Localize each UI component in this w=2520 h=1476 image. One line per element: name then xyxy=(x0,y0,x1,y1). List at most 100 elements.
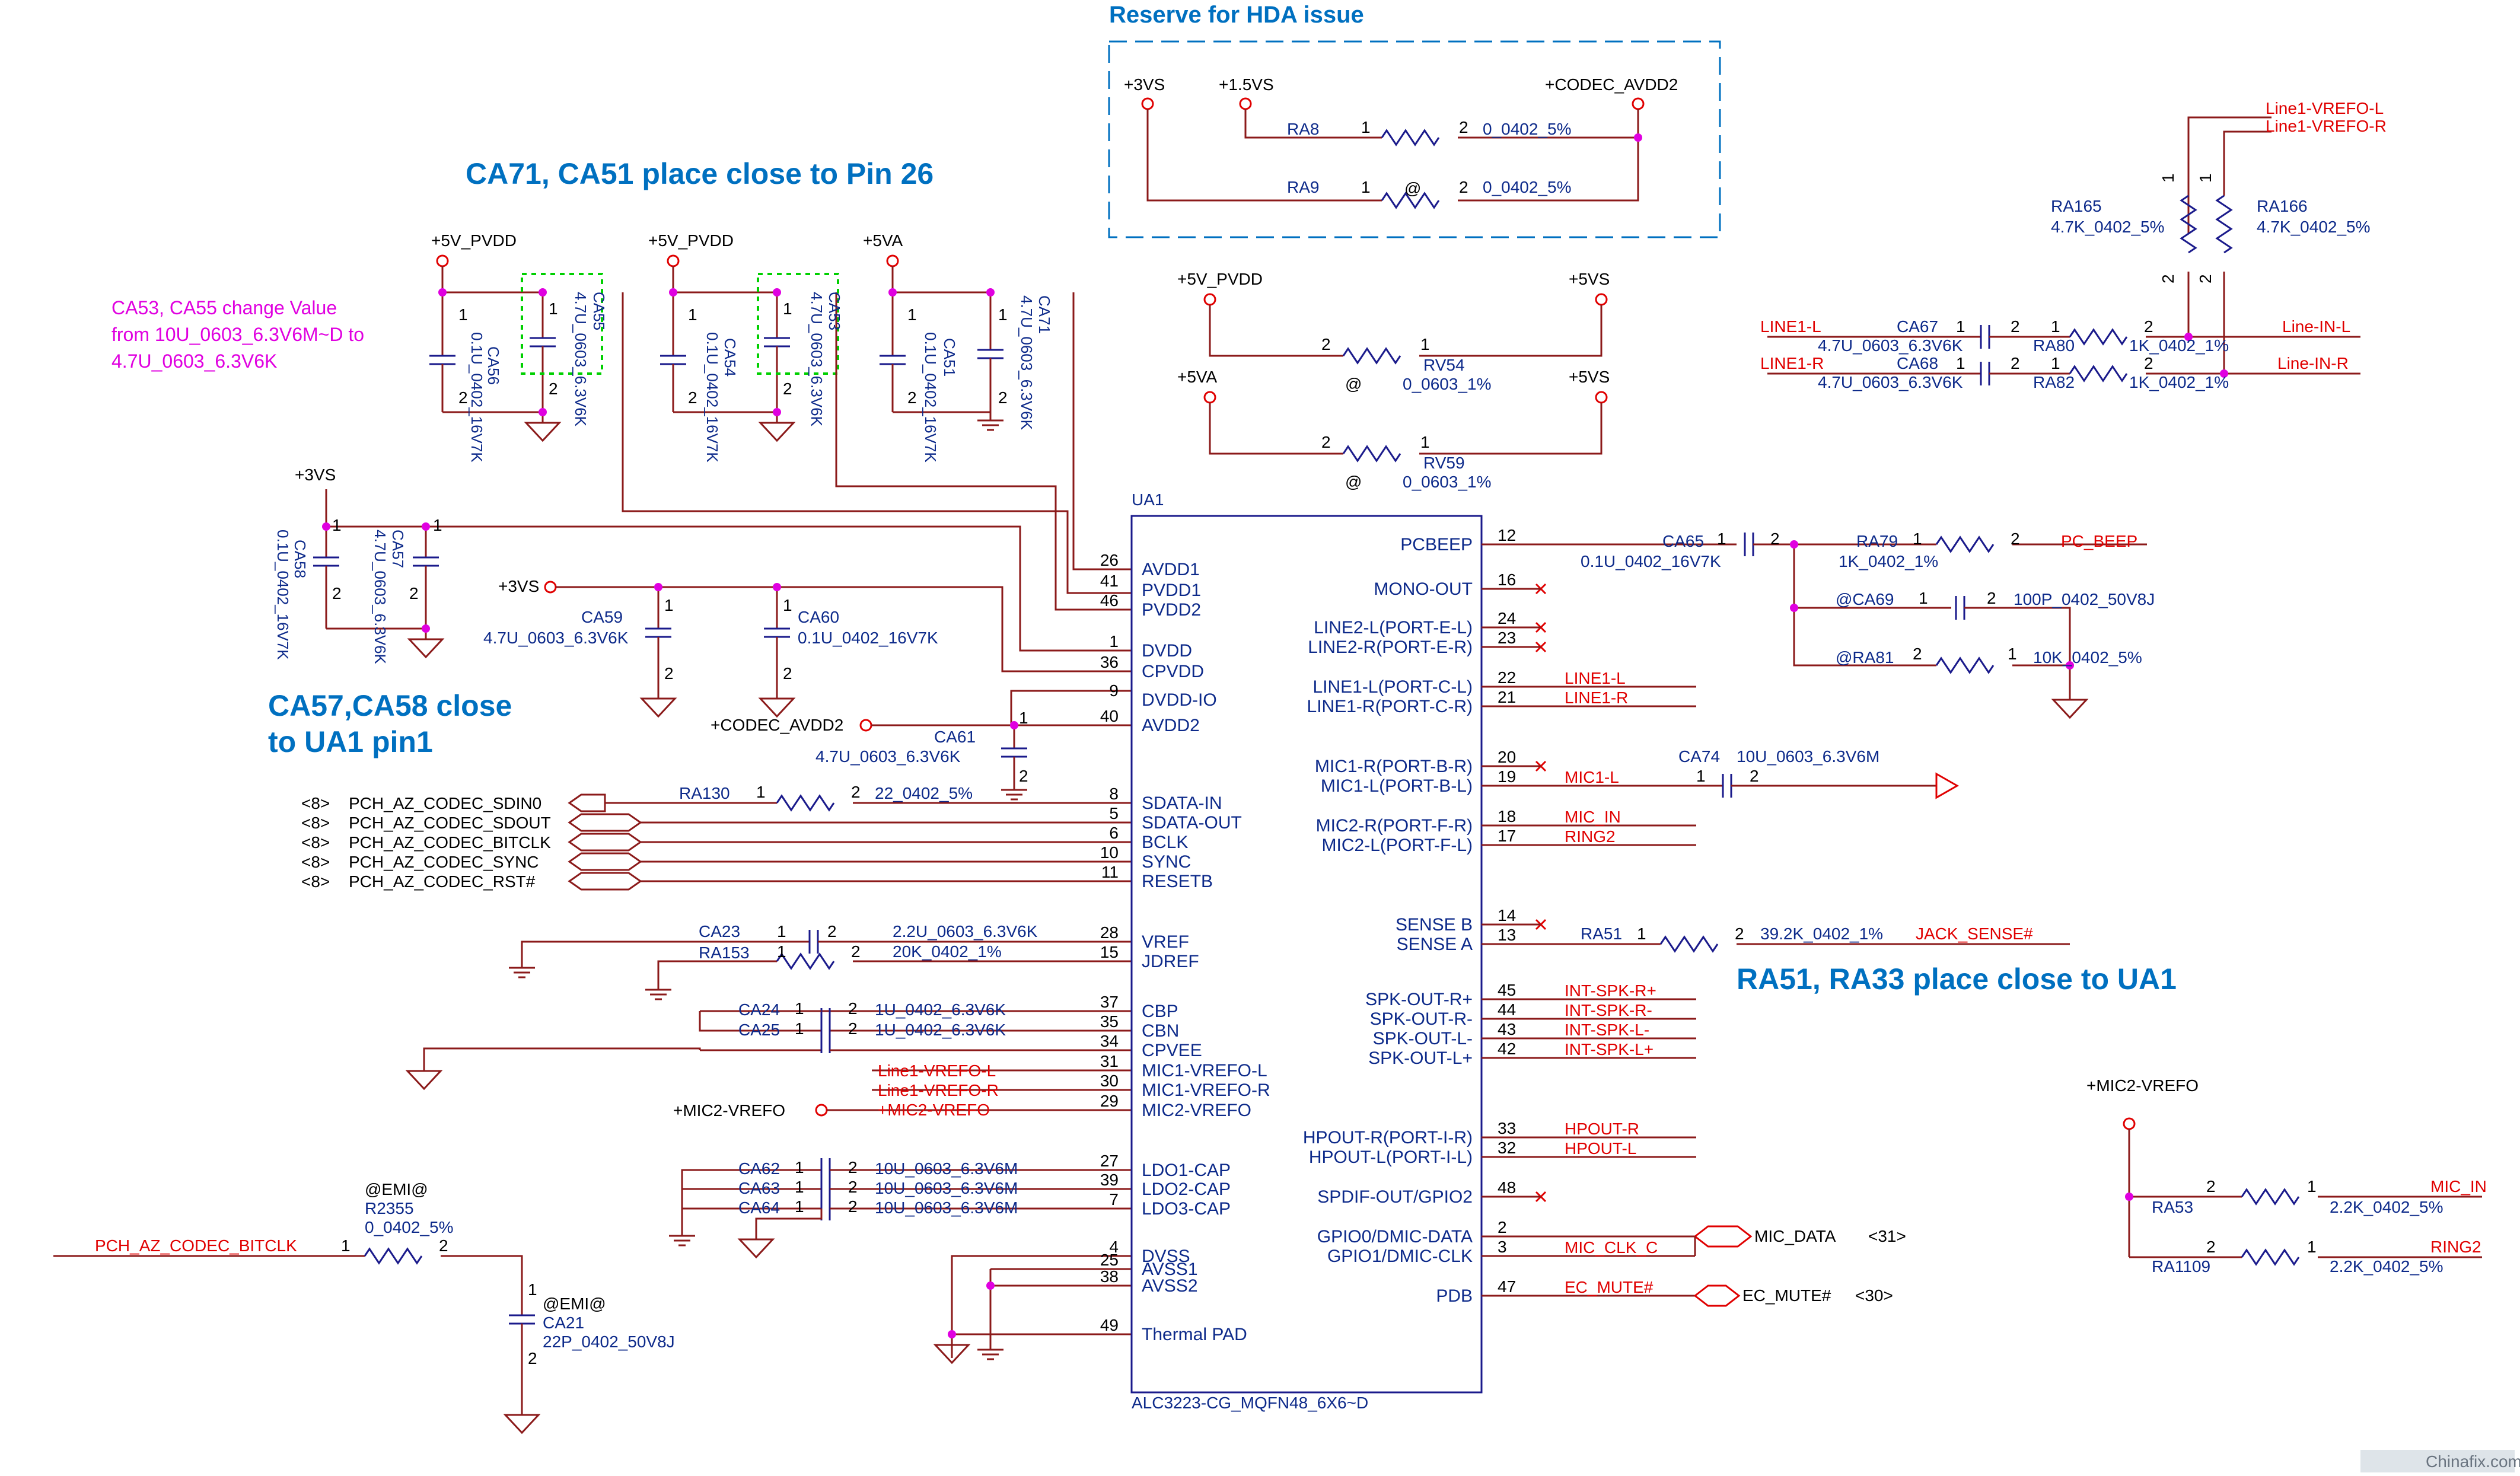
ic-left-pin-name: AVSS2 xyxy=(1142,1276,1198,1296)
rail-3vs-label: +3VS xyxy=(1124,75,1165,94)
hda-net-1: PCH_AZ_CODEC_SDOUT xyxy=(349,814,551,832)
ring2-net: RING2 xyxy=(1565,827,1616,846)
rv54-value: 0_0603_1% xyxy=(1403,375,1491,393)
hda-net-4: PCH_AZ_CODEC_RST# xyxy=(349,872,536,891)
ic-right-pin-num: 32 xyxy=(1498,1139,1516,1157)
ca64-pin2: 2 xyxy=(848,1197,858,1216)
ic-right-pin-name: SPK-OUT-L+ xyxy=(1368,1048,1473,1068)
ic-left-pin-num: 25 xyxy=(1100,1251,1119,1269)
line1-l-net: LINE1-L xyxy=(1565,669,1626,687)
note-reserve-hda: Reserve for HDA issue xyxy=(1109,2,1364,28)
ra53-ref: RA53 xyxy=(2152,1198,2193,1216)
ic-left-pin-name: DVDD-IO xyxy=(1142,690,1217,710)
ic-left-pin-num: 37 xyxy=(1100,993,1119,1011)
ca64-value: 10U_0603_6.3V6M xyxy=(875,1198,1018,1217)
ca69-pin2: 2 xyxy=(1987,589,1996,607)
rv59-at: @ xyxy=(1345,473,1362,491)
ic-left-pin-name: MIC1-VREFO-L xyxy=(1142,1061,1267,1080)
ca63-pin1: 1 xyxy=(795,1178,804,1196)
ra1109-value: 2.2K_0402_5% xyxy=(2330,1257,2443,1276)
rail-5vs-rv54: +5VS xyxy=(1569,270,1610,288)
r2355-ref: R2355 xyxy=(365,1199,414,1217)
ic-right-pin-num: 21 xyxy=(1498,688,1516,706)
ca23-pin2: 2 xyxy=(827,922,837,941)
ra9-ref: RA9 xyxy=(1287,178,1319,196)
ca62-ref: CA62 xyxy=(738,1159,780,1178)
ic-left-pin-num: 7 xyxy=(1109,1190,1119,1209)
ca56-pin2: 2 xyxy=(458,388,468,407)
ra53-value: 2.2K_0402_5% xyxy=(2330,1198,2443,1216)
ra153-value: 20K_0402_1% xyxy=(893,942,1002,961)
ic-left-pin-name: PVDD2 xyxy=(1142,600,1201,620)
ca68-pin2: 2 xyxy=(2011,354,2020,372)
ic-part: ALC3223-CG_MQFN48_6X6~D xyxy=(1132,1394,1368,1412)
ca67-value: 4.7U_0603_6.3V6K xyxy=(1818,336,1963,355)
ra166-pin2: 2 xyxy=(2196,274,2215,283)
ic-right-pin-num: 20 xyxy=(1498,748,1516,766)
ic-left-pin-name: SYNC xyxy=(1142,852,1191,872)
watermark-text: Chinafix.com xyxy=(2426,1452,2520,1471)
ca74-pin1: 1 xyxy=(1696,767,1706,785)
hda-net-2: PCH_AZ_CODEC_BITCLK xyxy=(349,833,551,852)
vrefo-r-right: Line1-VREFO-R xyxy=(2266,117,2387,135)
ic-left-pin-num: 41 xyxy=(1100,572,1119,590)
ic-right-pin-num: 2 xyxy=(1498,1218,1507,1236)
ca23-pin1: 1 xyxy=(777,922,786,941)
ic-left-pin-name: SDATA-OUT xyxy=(1142,813,1242,833)
ca55-value: 4.7U_0603_6.3V6K xyxy=(572,292,590,427)
ca60-ref: CA60 xyxy=(798,608,839,626)
ca57-pin1: 1 xyxy=(433,516,442,534)
ra82-value: 1K_0402_1% xyxy=(2129,373,2229,391)
ca25-ref: CA25 xyxy=(738,1021,780,1039)
rail-3vs-a: +3VS xyxy=(295,466,336,484)
ca21-emi: @EMI@ xyxy=(543,1295,606,1313)
ca53-pin2: 2 xyxy=(783,380,792,398)
ca51-pin2: 2 xyxy=(907,388,917,407)
ra8-ref: RA8 xyxy=(1287,120,1319,138)
ca56-pin1: 1 xyxy=(458,305,468,324)
ic-left-pin-num: 8 xyxy=(1109,785,1119,803)
ca63-pin2: 2 xyxy=(848,1178,858,1196)
ic-right-pin-name: LINE2-L(PORT-E-L) xyxy=(1314,618,1473,637)
ca56-value: 0.1U_0402_16V7K xyxy=(468,332,486,463)
ca25-value: 1U_0402_6.3V6K xyxy=(875,1021,1006,1039)
note-ca57-line2: to UA1 pin1 xyxy=(268,725,433,758)
spk-rp-net: INT-SPK-R+ xyxy=(1565,981,1656,1000)
ra82-pin1: 1 xyxy=(2051,354,2060,372)
ic-left-pin-name: LDO1-CAP xyxy=(1142,1161,1231,1180)
ca62-pin1: 1 xyxy=(795,1158,804,1177)
rail-5vs-rv59: +5VS xyxy=(1569,368,1610,386)
ca69-value: 100P_0402_50V8J xyxy=(2014,590,2155,608)
ic-left-pin-num: 27 xyxy=(1100,1152,1119,1170)
ca59-value: 4.7U_0603_6.3V6K xyxy=(483,629,629,647)
ca63-value: 10U_0603_6.3V6M xyxy=(875,1179,1018,1197)
rail-5va-top: +5VA xyxy=(863,231,903,250)
ca53-value: 4.7U_0603_6.3V6K xyxy=(808,292,826,427)
rv59-ref: RV59 xyxy=(1423,454,1465,472)
ra81-value: 10K_0402_5% xyxy=(2033,648,2142,667)
ra81-pin1: 1 xyxy=(2008,645,2017,663)
ic-right-pin-num: 19 xyxy=(1498,767,1516,786)
hda-net-3: PCH_AZ_CODEC_SYNC xyxy=(349,853,539,871)
ra9-at: @ xyxy=(1404,179,1421,197)
ic-left-pin-name: RESETB xyxy=(1142,872,1213,891)
ic-right-pin-name: MIC1-R(PORT-B-R) xyxy=(1315,757,1473,776)
ic-right-pin-name: PDB xyxy=(1436,1286,1473,1306)
ic-left-pin-num: 31 xyxy=(1100,1052,1119,1070)
ra9-value: 0_0402_5% xyxy=(1483,178,1571,196)
ca74-pin2: 2 xyxy=(1750,767,1759,785)
vrefo-r-net: Line1-VREFO-R xyxy=(878,1081,999,1099)
rv54-at: @ xyxy=(1345,375,1362,393)
ic-right-pin-num: 18 xyxy=(1498,807,1516,825)
ic-ref: UA1 xyxy=(1132,490,1164,509)
ra1109-pin1: 1 xyxy=(2307,1238,2317,1256)
ca24-pin1: 1 xyxy=(795,999,804,1018)
ic-left-pin-name: SDATA-IN xyxy=(1142,793,1222,813)
ca51-value: 0.1U_0402_16V7K xyxy=(922,332,939,463)
ic-left-pin-name: Thermal PAD xyxy=(1142,1325,1247,1344)
rail-5vpvdd-rv54: +5V_PVDD xyxy=(1177,270,1263,288)
rail-codec-avdd2-label: +CODEC_AVDD2 xyxy=(1545,75,1678,94)
ca56-ref: CA56 xyxy=(485,346,502,385)
ic-left-pin-num: 30 xyxy=(1100,1072,1119,1090)
